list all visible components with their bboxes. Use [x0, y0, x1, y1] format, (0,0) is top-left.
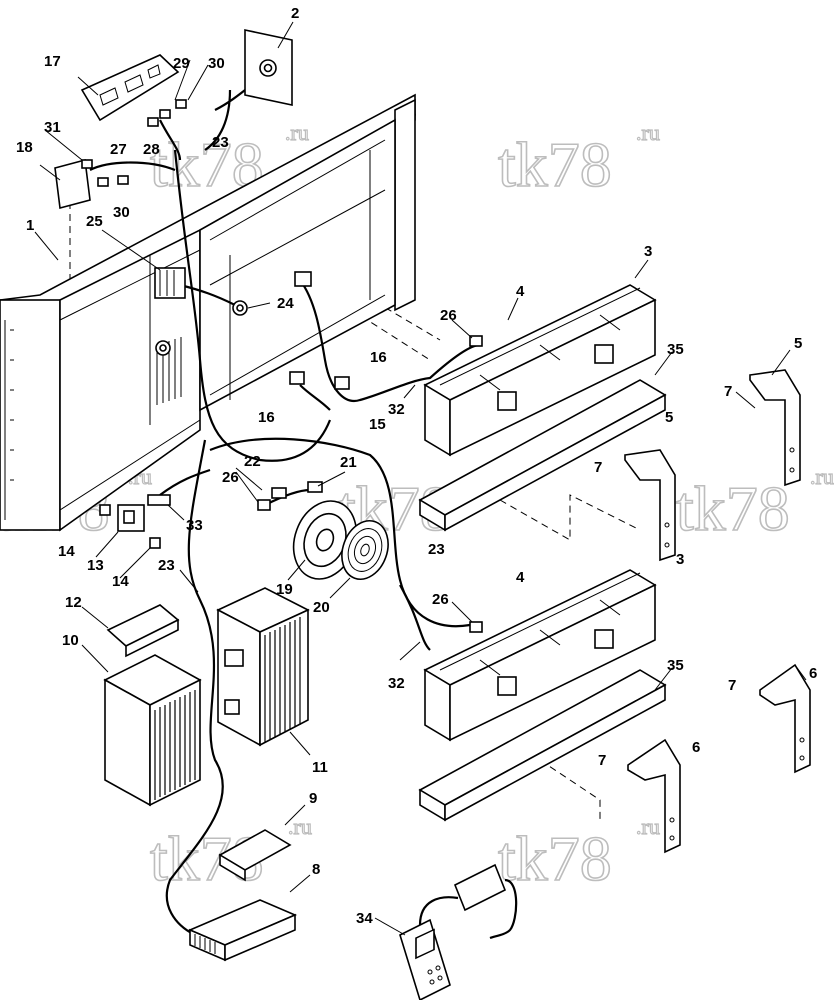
callout-3: 3 [644, 243, 652, 260]
callout-2: 2 [291, 5, 299, 22]
relay-15 [334, 376, 350, 390]
connector-26a [257, 499, 271, 511]
control-board-17 [80, 54, 180, 122]
connector-22 [271, 487, 287, 499]
callout-23c: 23 [158, 557, 175, 574]
connector-21 [307, 481, 323, 493]
cover-plate-2 [244, 29, 293, 106]
connector-26c [469, 621, 483, 633]
callout-1: 1 [26, 217, 34, 234]
callout-35a: 35 [667, 341, 684, 358]
callout-7c: 7 [728, 677, 736, 694]
callout-26b: 26 [440, 307, 457, 324]
heatsink-fins-11 [264, 617, 301, 742]
connector-26b [469, 335, 483, 347]
callout-25: 25 [86, 213, 103, 230]
callout-34: 34 [356, 910, 373, 927]
callout-5b: 5 [665, 409, 673, 426]
callout-6: 6 [809, 665, 817, 682]
callout-8: 8 [312, 861, 320, 878]
battery-module-3-lower [423, 569, 657, 742]
callout-4: 4 [516, 283, 525, 300]
bracket-9 [218, 829, 292, 882]
callout-17: 17 [44, 53, 61, 70]
callout-7a: 7 [724, 383, 732, 400]
callout-24: 24 [277, 295, 294, 312]
callout-19: 19 [276, 581, 293, 598]
callout-29: 29 [173, 55, 190, 72]
relay-16b [289, 371, 305, 385]
connectors-group [81, 99, 187, 187]
watermark-text: tk78 [498, 129, 612, 200]
callout-14b: 14 [112, 573, 129, 590]
relay-16a [294, 271, 312, 287]
callout-33: 33 [186, 517, 203, 534]
heatsink-module-10 [103, 654, 202, 807]
callout-16a: 16 [370, 349, 387, 366]
callout-6b: 6 [692, 739, 700, 756]
callout-20: 20 [313, 599, 330, 616]
callout-3b: 3 [676, 551, 684, 568]
callout-18: 18 [16, 139, 33, 156]
callout-11: 11 [312, 759, 328, 776]
callout-5: 5 [794, 335, 802, 352]
bracket-6b [627, 738, 681, 854]
callout-4b: 4 [516, 569, 525, 586]
power-supply-8 [187, 899, 298, 962]
watermark-suffix: .ru [810, 464, 834, 489]
plate-18 [54, 158, 91, 210]
remote-display-34 [399, 863, 518, 1000]
fan-guard-20 [341, 520, 389, 580]
fan-19 [292, 500, 358, 580]
part-14b [149, 537, 161, 549]
callout-15: 15 [369, 416, 386, 433]
callout-31: 31 [44, 119, 61, 136]
callout-7b: 7 [594, 459, 602, 476]
tray-35-lower [418, 669, 667, 822]
callout-labels: 1 2 3 3 4 4 5 5 6 6 7 7 7 7 8 9 10 11 12… [16, 5, 817, 927]
callout-14a: 14 [58, 543, 75, 560]
leader-lines [34, 21, 807, 936]
callout-22: 22 [244, 453, 261, 470]
callout-23a: 23 [212, 134, 229, 151]
bracket-12 [106, 604, 180, 658]
heatsink-module-11 [216, 587, 310, 747]
bracket-6a [759, 663, 811, 774]
heatsink-fins-10 [154, 690, 196, 800]
connector-24 [232, 300, 248, 316]
callout-21: 21 [340, 454, 357, 471]
bracket-5b [624, 449, 676, 562]
part-14a [99, 504, 111, 516]
callout-26a: 26 [222, 469, 239, 486]
part-33 [147, 494, 171, 506]
callout-30b: 30 [113, 204, 130, 221]
main-frame [0, 93, 416, 532]
vent-grille [156, 337, 182, 405]
callout-10: 10 [62, 632, 79, 649]
watermark-text: tk78 [676, 473, 790, 544]
callout-28: 28 [143, 141, 160, 158]
callout-12: 12 [65, 594, 82, 611]
battery-module-3-upper [423, 284, 657, 457]
watermark-text: tk78 [498, 823, 612, 894]
callout-13: 13 [87, 557, 104, 574]
callout-30a: 30 [208, 55, 225, 72]
terminal-block-25 [154, 267, 186, 299]
callout-32a: 32 [388, 401, 405, 418]
callout-7d: 7 [598, 752, 606, 769]
switch-13 [117, 504, 145, 532]
watermark-suffix: .ru [285, 120, 309, 145]
callout-9: 9 [309, 790, 317, 807]
callout-27: 27 [110, 141, 127, 158]
watermark-suffix: .ru [636, 814, 660, 839]
watermark-suffix: .ru [636, 120, 660, 145]
callout-23b: 23 [428, 541, 445, 558]
bracket-5a [749, 369, 801, 487]
callout-35b: 35 [667, 657, 684, 674]
callout-16b: 16 [258, 409, 275, 426]
callout-26c: 26 [432, 591, 449, 608]
callout-32b: 32 [388, 675, 405, 692]
tray-35-upper [418, 379, 667, 532]
